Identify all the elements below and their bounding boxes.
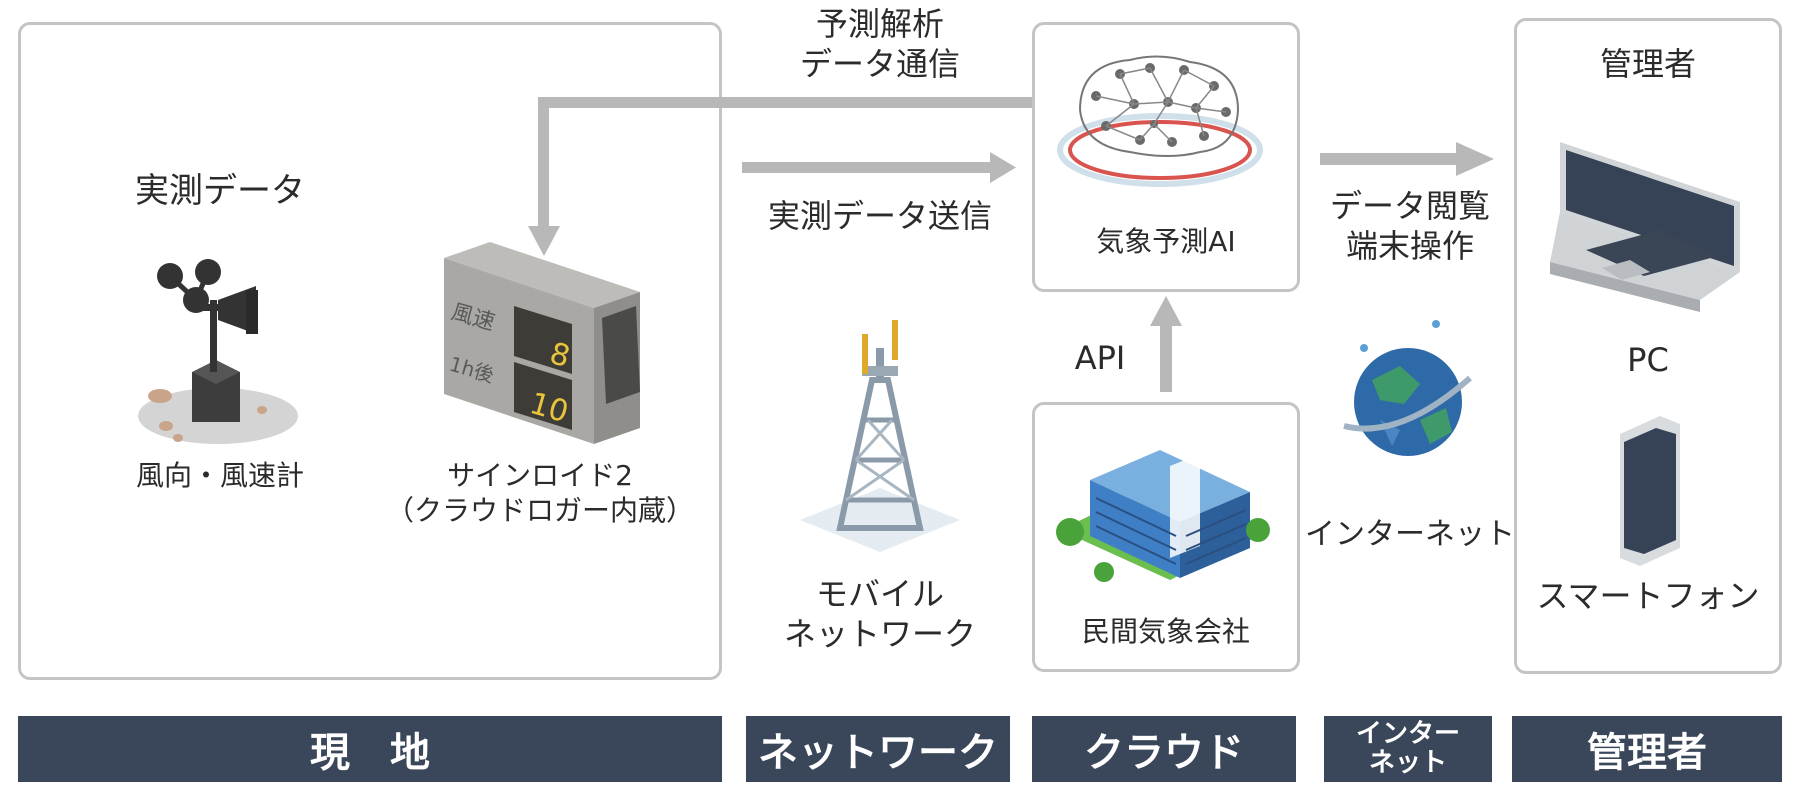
measured-data-label: 実測データ [135, 171, 305, 211]
ai-label: 気象予測AI [1096, 225, 1236, 258]
laptop-icon [1550, 142, 1740, 312]
forecast-arrow [528, 97, 1032, 256]
view-operate-label: データ閲覧 端末操作 [1329, 187, 1490, 265]
company-label: 民間気象会社 [1081, 615, 1250, 648]
api-arrow [1150, 296, 1182, 392]
admin-panel [1514, 18, 1782, 674]
ai-brain-icon [1057, 55, 1263, 187]
band-site: 現 地 [18, 716, 722, 782]
band-cloud: クラウド [1032, 716, 1296, 782]
pc-label: PC [1627, 341, 1669, 379]
internet-label: インターネット [1305, 517, 1515, 552]
mobile-network-label: モバイル ネットワーク [783, 575, 976, 653]
signoid-label: サインロイド2 （クラウドロガー内蔵） [385, 459, 694, 527]
send-arrow [742, 152, 1016, 183]
send-label: 実測データ送信 [767, 197, 992, 235]
forecast-comm-label: 予測解析 データ通信 [799, 5, 960, 83]
view-arrow [1320, 142, 1494, 176]
signoid-device-icon: 風速 1h後 8 10 [444, 242, 640, 444]
band-internet: インター ネット [1324, 716, 1492, 782]
smartphone-icon [1620, 416, 1680, 566]
admin-title: 管理者 [1599, 45, 1696, 83]
anemometer-label: 風向・風速計 [135, 459, 304, 492]
anemometer-icon [138, 259, 298, 444]
band-admin: 管理者 [1512, 716, 1782, 782]
api-label: API [1074, 339, 1126, 377]
mobile-tower-icon [800, 320, 960, 552]
band-network: ネットワーク [746, 716, 1010, 782]
globe-icon [1343, 320, 1472, 456]
smartphone-label: スマートフォン [1536, 577, 1760, 615]
company-building-icon [1056, 450, 1270, 582]
